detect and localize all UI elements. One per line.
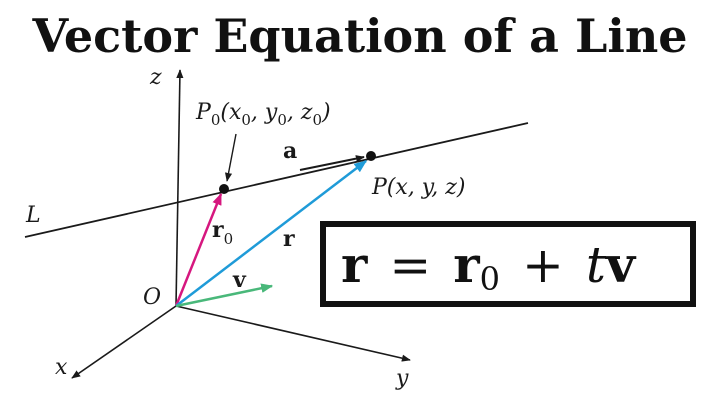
page-title: Vector Equation of a Line [31,9,687,63]
x-axis-label: x [55,355,68,380]
y-axis-label: y [395,366,409,391]
vector-v-arrow [175,283,274,308]
line-label: L [25,203,41,228]
vector-r0-label: r0 [212,217,233,248]
vector-r-label: r [283,226,295,252]
origin-label: O [143,285,161,310]
point-p0-dot [219,184,229,194]
point-p-label: P(x, y, z) [371,175,465,200]
z-axis [175,69,184,307]
vector-equation: r=r0+tv [341,235,637,298]
vector-a-arrow [299,155,365,171]
vector-r-arrow [175,160,368,307]
p0-pointer-arrow [224,133,237,182]
equation-box [320,221,696,307]
vector-v-label: v [232,267,247,293]
point-p0-label: P0(x0, y0, z0) [195,100,331,129]
point-p-dot [366,151,376,161]
x-axis [71,305,177,379]
z-axis-label: z [149,65,162,90]
line-l [24,122,529,238]
y-axis [175,305,411,362]
vector-a-label: a [283,138,297,164]
vector-r0-arrow [174,192,223,307]
